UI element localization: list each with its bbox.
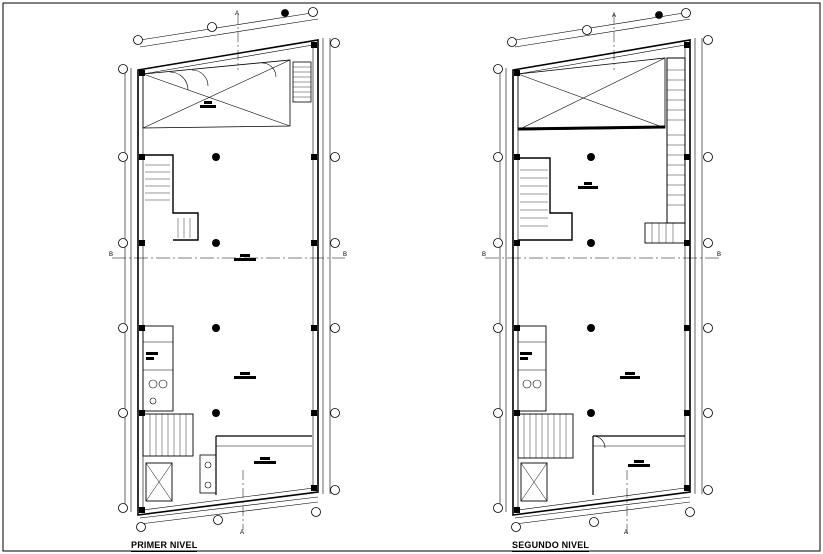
section-label: B: [343, 252, 347, 258]
section-label: B: [717, 252, 721, 258]
plan-segundo-nivel: [485, 11, 720, 535]
section-label: B: [109, 252, 113, 258]
plan1-columns: [139, 42, 317, 513]
plan1-axis-bubbles: [118, 7, 340, 532]
plan2-axis-bubbles: [493, 8, 713, 532]
caption-segundo-nivel: SEGUNDO NIVEL: [512, 540, 590, 552]
section-label: A: [612, 13, 616, 19]
section-label: A: [624, 530, 628, 536]
caption-primer-nivel: PRIMER NIVEL: [131, 540, 198, 552]
section-label: A: [240, 530, 244, 536]
plan1-outline: [137, 39, 319, 516]
plan-primer-nivel: [112, 11, 345, 530]
plan1-inner-outline: [142, 44, 314, 511]
plan2-outline: [512, 39, 691, 516]
plan2-columns: [514, 42, 690, 513]
section-label: A: [235, 11, 239, 17]
section-labels: B B A A B B A A: [109, 11, 721, 536]
section-label: B: [482, 252, 486, 258]
